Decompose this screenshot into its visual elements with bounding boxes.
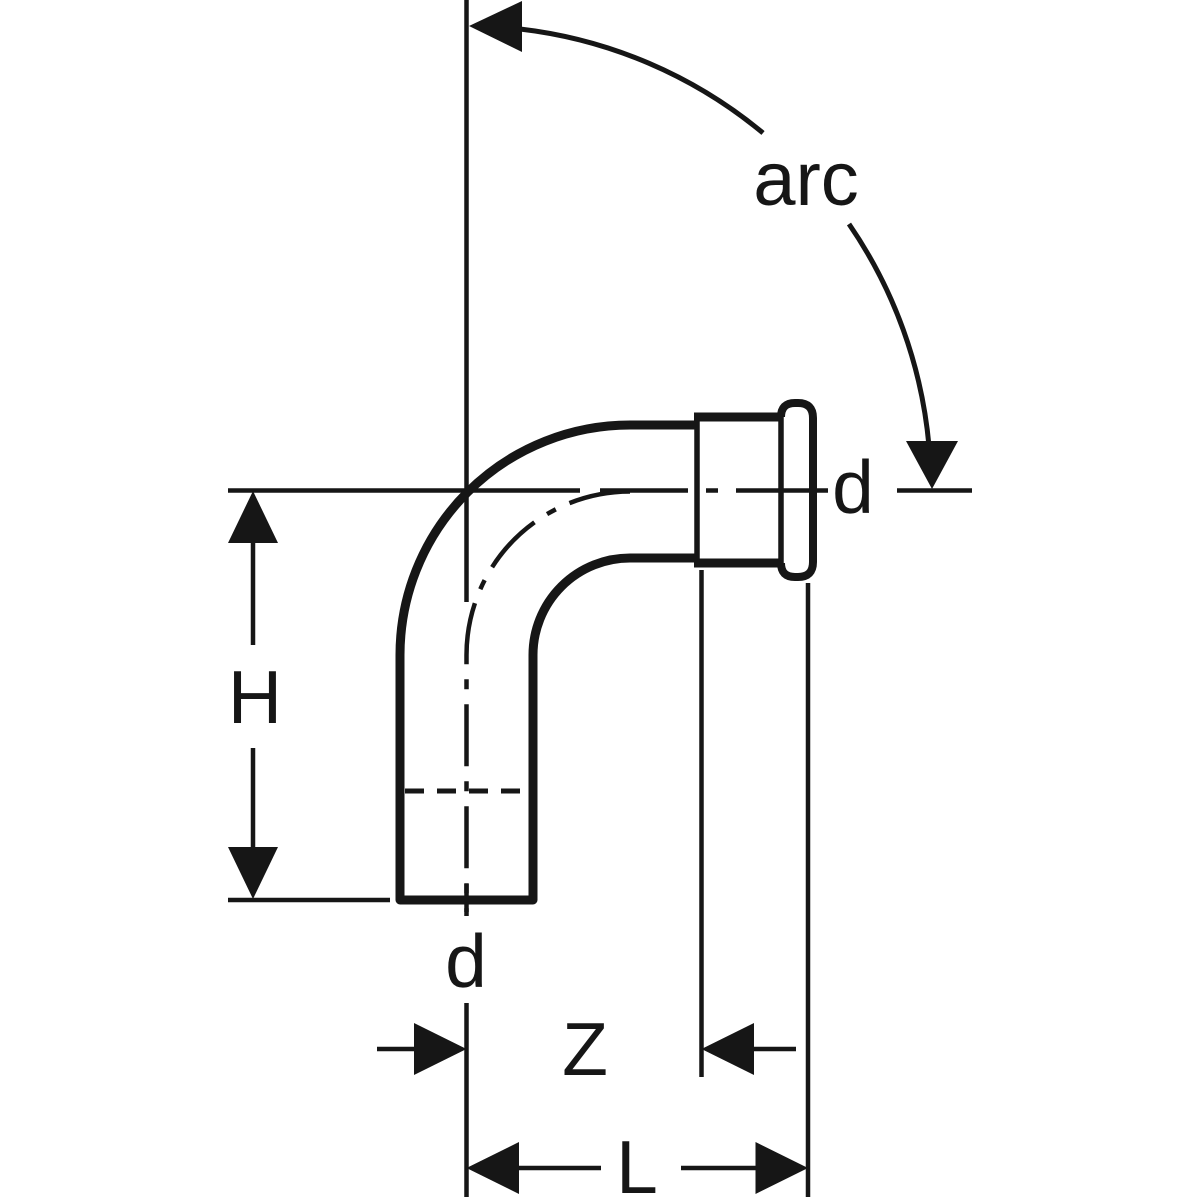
h-top-arrowhead-icon <box>228 491 278 543</box>
arc-dimension-curve-upper <box>519 26 765 135</box>
d-inlet-label: d <box>445 919 487 1003</box>
d-outlet-label: d <box>832 445 874 529</box>
l-dimension: L <box>466 583 811 1200</box>
arc-start-arrowhead-icon <box>469 1 522 52</box>
pipe-axis-centerline <box>464 489 631 912</box>
h-label: H <box>228 655 282 739</box>
h-bottom-arrowhead-icon <box>228 847 278 899</box>
z-label: Z <box>562 1007 608 1091</box>
z-dimension: Z <box>377 570 796 1091</box>
l-label: L <box>616 1125 658 1200</box>
elbow-outline <box>395 420 697 905</box>
socket-bead-outline <box>777 399 817 581</box>
elbow-body <box>395 399 817 905</box>
arc-end-arrowhead-icon <box>906 441 958 489</box>
h-dimension: H <box>228 491 390 903</box>
arc-dimension-curve-lower <box>846 222 932 447</box>
centerlines <box>228 0 828 1197</box>
z-right-arrowhead-icon <box>701 1023 754 1075</box>
l-left-arrowhead-icon <box>466 1142 519 1194</box>
z-left-arrowhead-icon <box>414 1023 467 1075</box>
l-right-arrowhead-icon <box>755 1142 808 1194</box>
arc-dimension: arc <box>469 1 972 493</box>
arc-label: arc <box>753 137 859 222</box>
